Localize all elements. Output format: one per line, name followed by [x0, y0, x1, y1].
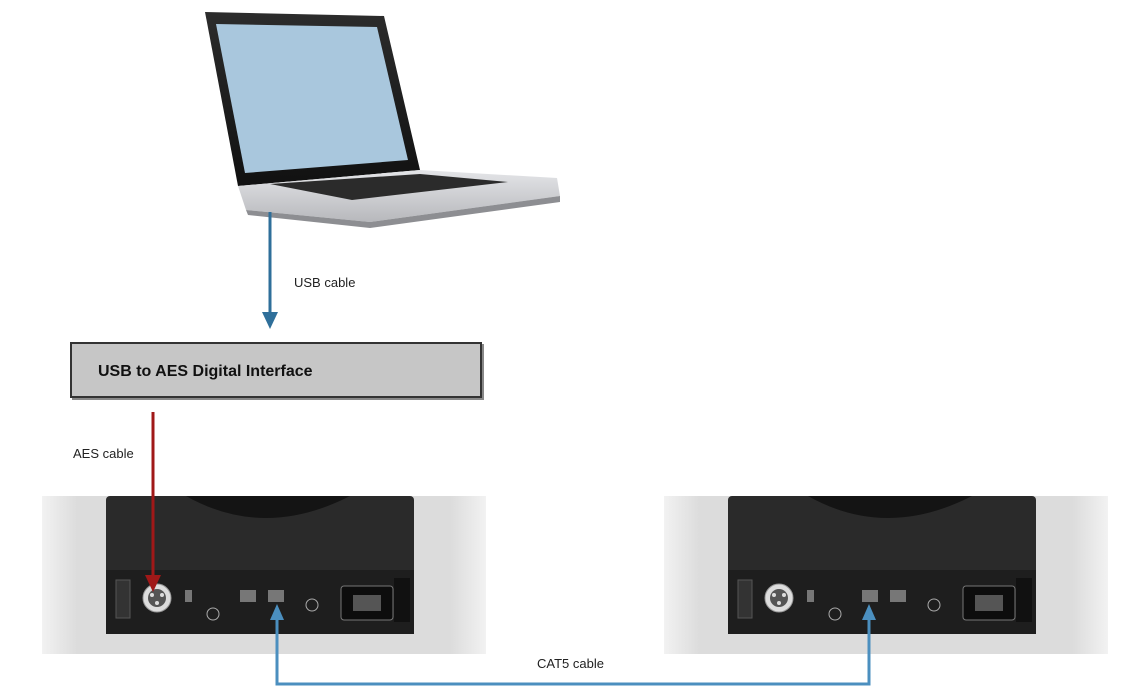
monitor-speaker-icon — [664, 496, 1108, 654]
monitor-speaker-icon — [42, 496, 486, 654]
usb-to-aes-interface-box: USB to AES Digital Interface — [70, 342, 482, 398]
cat5-cable-label: CAT5 cable — [537, 656, 604, 671]
cat5-cable-line — [270, 604, 876, 686]
aes-cable-label: AES cable — [73, 446, 134, 461]
usb-cable-arrow — [262, 212, 278, 329]
interface-label: USB to AES Digital Interface — [98, 363, 313, 380]
usb-cable-label: USB cable — [294, 275, 356, 290]
aes-cable-arrow — [145, 412, 161, 592]
laptop-icon — [205, 12, 560, 228]
